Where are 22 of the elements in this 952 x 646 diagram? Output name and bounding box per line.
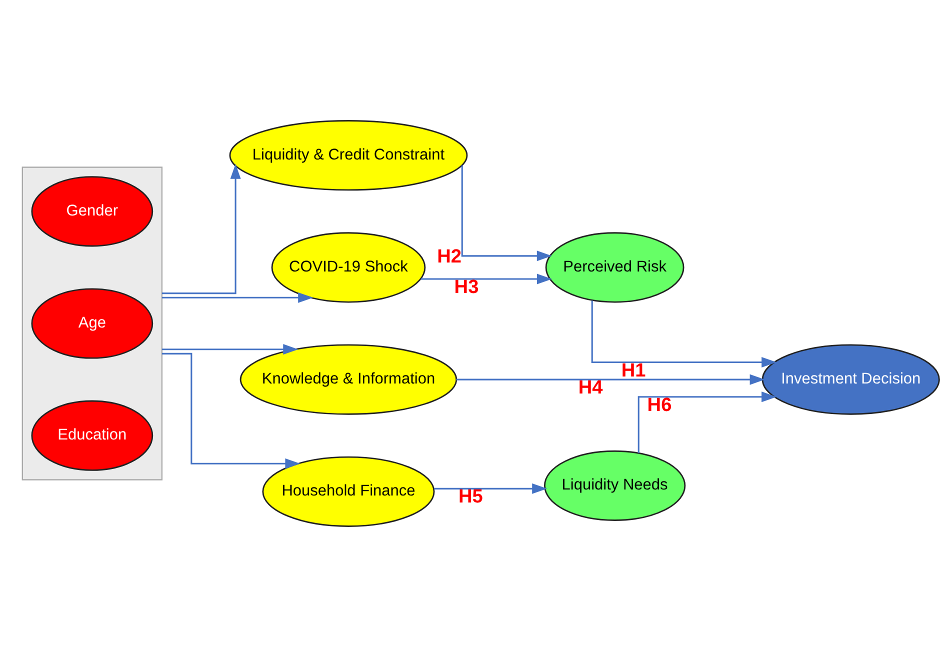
arrow bbox=[461, 164, 552, 261]
edge-label: H5 bbox=[458, 486, 483, 508]
arrow bbox=[162, 163, 241, 294]
node-ellipse: Liquidity Needs bbox=[544, 450, 686, 520]
arrow bbox=[456, 374, 765, 384]
edge-label: H6 bbox=[647, 394, 672, 416]
node-ellipse: Age bbox=[31, 288, 154, 358]
arrow bbox=[420, 273, 552, 284]
edge-label: H1 bbox=[621, 360, 646, 381]
arrow bbox=[434, 482, 548, 494]
cluster bbox=[22, 166, 163, 480]
node-ellipse: Perceived Risk bbox=[545, 232, 684, 302]
node-ellipse: Gender bbox=[31, 176, 154, 246]
edge-label: H2 bbox=[437, 246, 462, 267]
edge-label: H3 bbox=[454, 276, 479, 298]
arrow bbox=[162, 352, 300, 468]
arrow bbox=[162, 344, 298, 354]
edge-label: H4 bbox=[578, 377, 603, 398]
arrow bbox=[638, 391, 777, 453]
node-ellipse: Education bbox=[31, 400, 154, 470]
arrow bbox=[162, 292, 314, 302]
arrow bbox=[591, 300, 777, 368]
